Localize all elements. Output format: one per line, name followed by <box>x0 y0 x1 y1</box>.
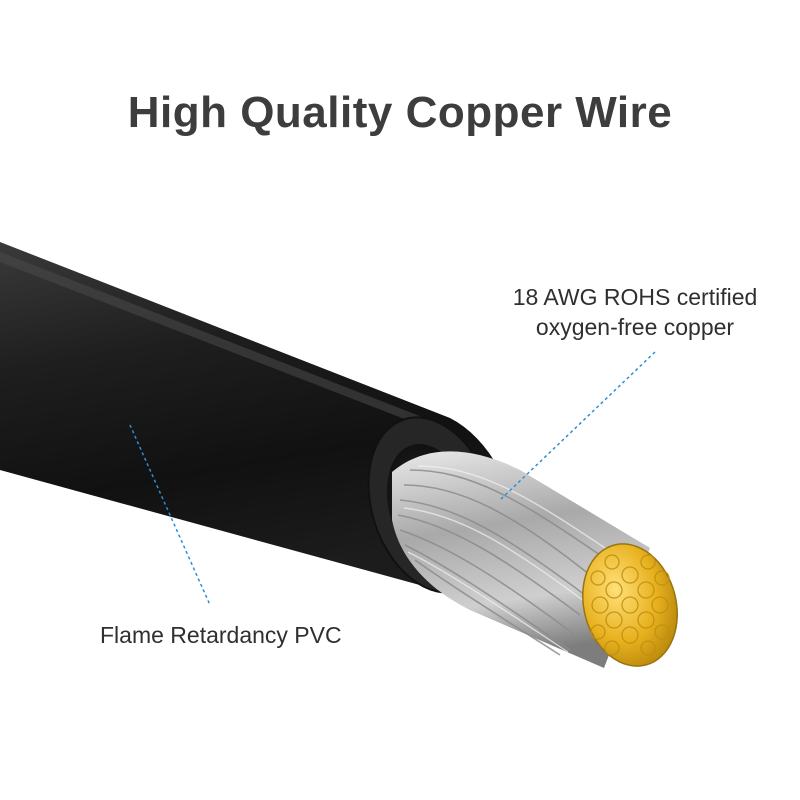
pvc-callout: Flame Retardancy PVC <box>100 622 342 648</box>
jacket-highlight <box>0 252 440 432</box>
copper-core-end <box>582 543 678 667</box>
page-title: High Quality Copper Wire <box>127 88 673 137</box>
strand-twist-lines <box>397 469 601 656</box>
copper-callout: 18 AWG ROHS certified oxygen-free copper <box>470 282 800 342</box>
pvc-callout-line <box>129 424 211 606</box>
copper-callout-line <box>499 351 656 501</box>
copper-callout-line1: 18 AWG ROHS certified <box>512 284 758 310</box>
copper-strand-ends <box>590 554 670 656</box>
copper-callout-line2: oxygen-free copper <box>535 314 735 340</box>
